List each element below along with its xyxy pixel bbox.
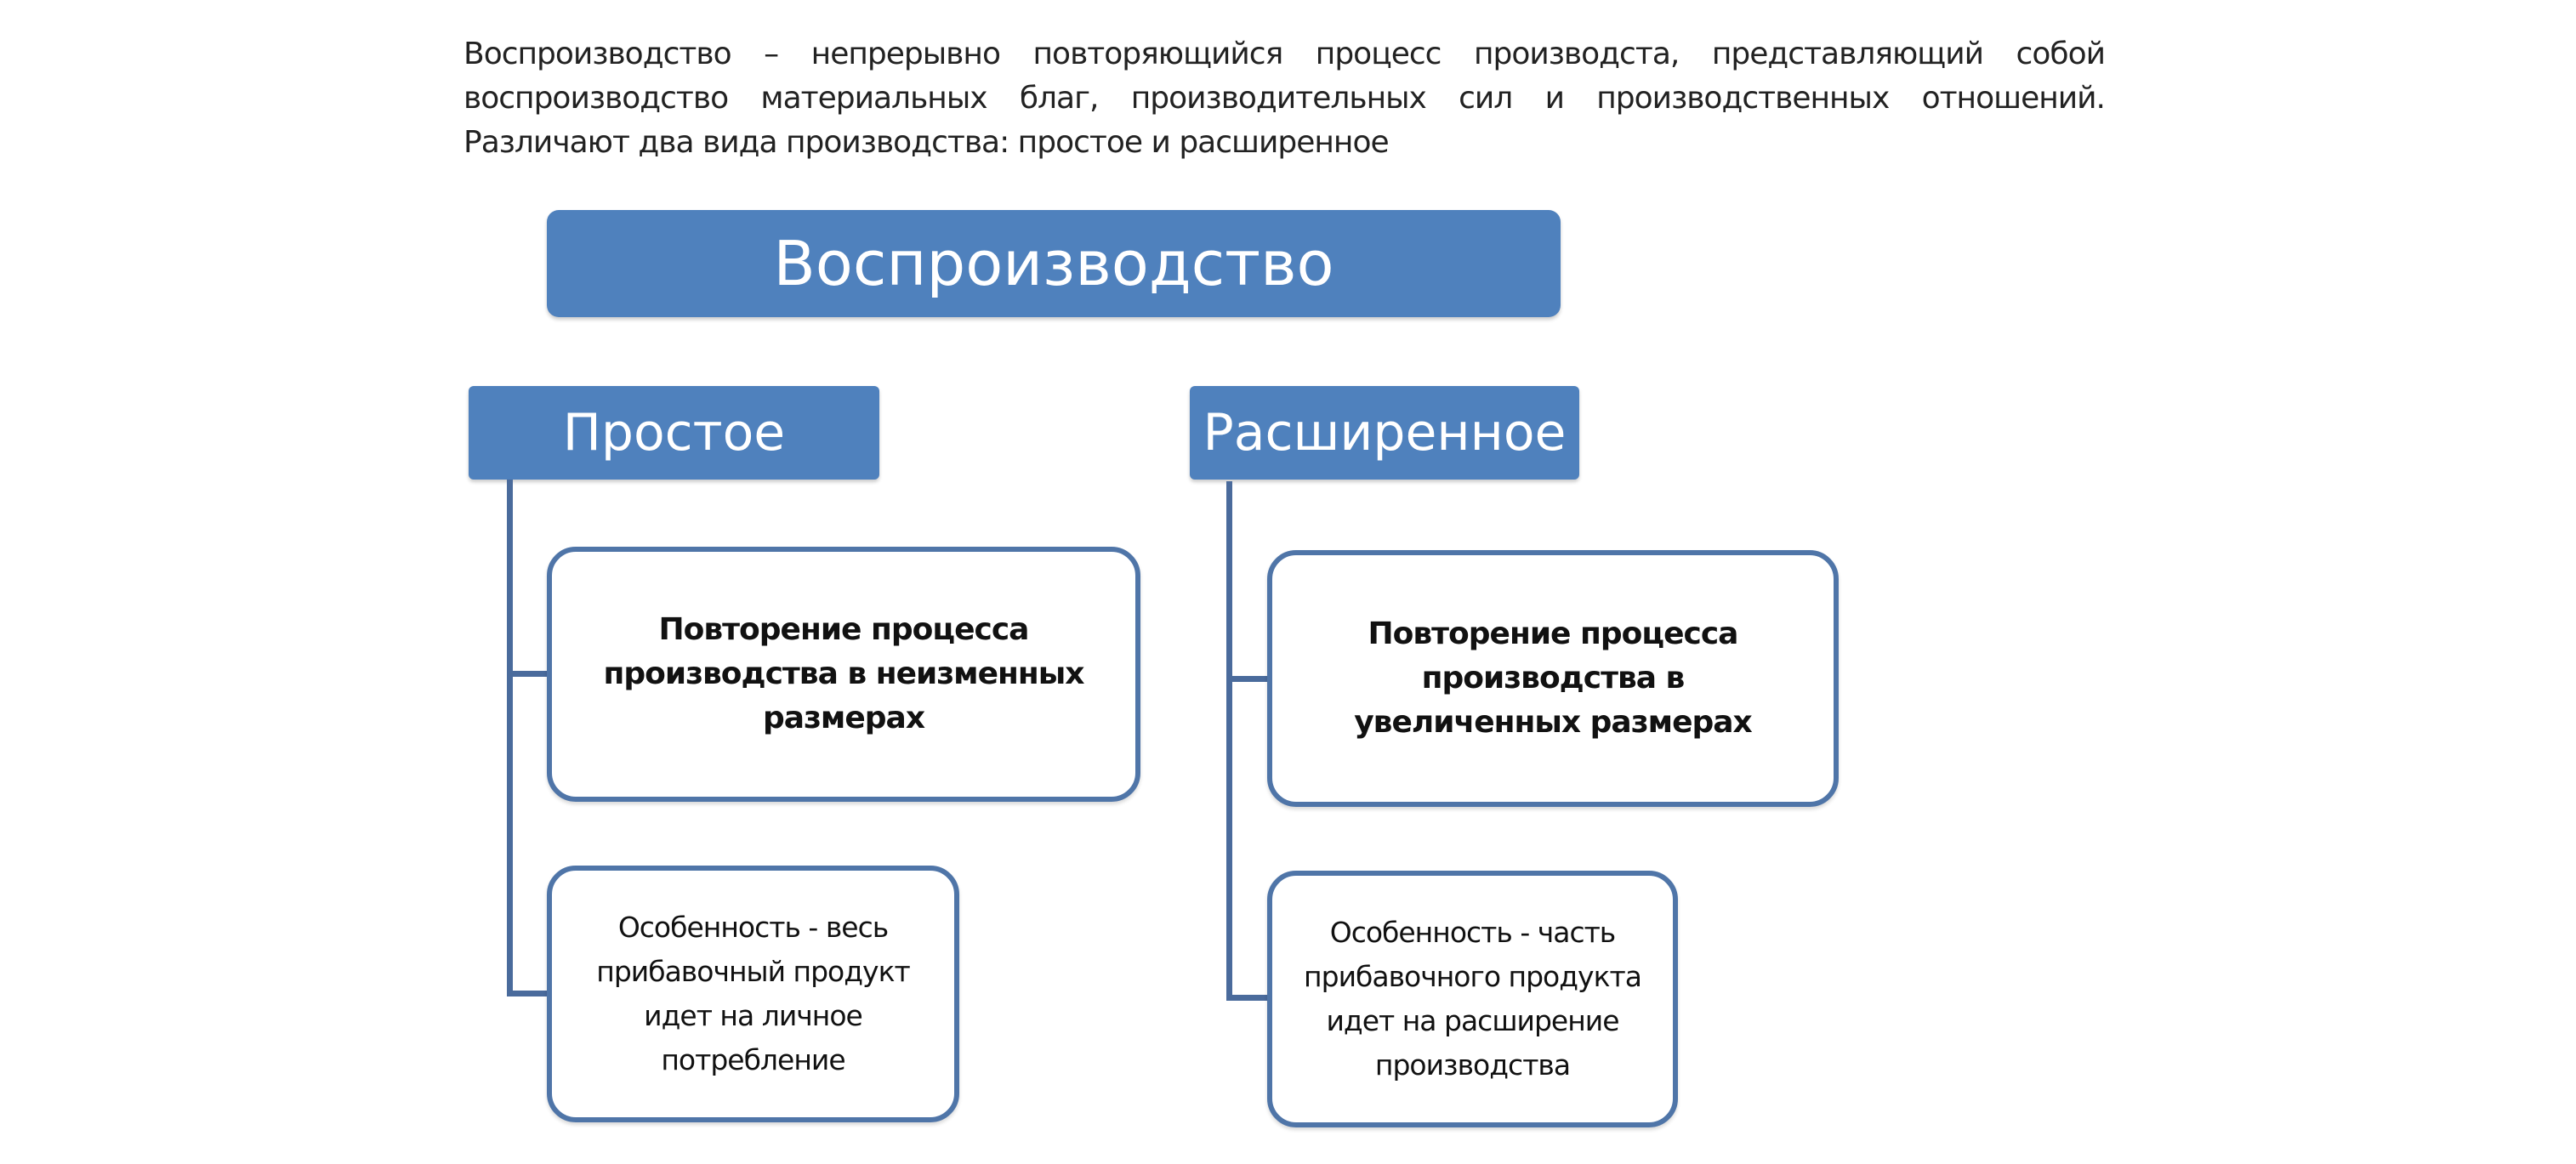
connector-left-1	[507, 671, 549, 677]
extended-definition-text: Повторение процесса производства в увели…	[1354, 616, 1753, 740]
connector-right-1	[1226, 676, 1269, 682]
connector-right-2	[1226, 995, 1269, 1001]
branch-extended-header: Расширенное	[1190, 386, 1579, 480]
simple-feature-box: Особенность - весь прибавочный продукт и…	[547, 866, 959, 1122]
connector-right-vertical	[1226, 481, 1232, 1001]
branch-simple-header: Простое	[469, 386, 879, 480]
connector-left-2	[507, 991, 549, 996]
simple-definition-text: Повторение процесса производства в неизм…	[603, 612, 1084, 735]
extended-feature-box: Особенность - часть прибавочного продукт…	[1267, 871, 1678, 1127]
extended-definition-box: Повторение процесса производства в увели…	[1267, 550, 1839, 807]
simple-feature-text: Особенность - весь прибавочный продукт и…	[596, 911, 910, 1076]
simple-definition-box: Повторение процесса производства в неизм…	[547, 547, 1140, 802]
connector-left-vertical	[507, 480, 513, 996]
root-node: Воспроизводство	[547, 210, 1561, 317]
intro-paragraph: Воспроизводство – непрерывно повторяющий…	[463, 37, 2106, 160]
extended-feature-text: Особенность - часть прибавочного продукт…	[1304, 916, 1642, 1082]
